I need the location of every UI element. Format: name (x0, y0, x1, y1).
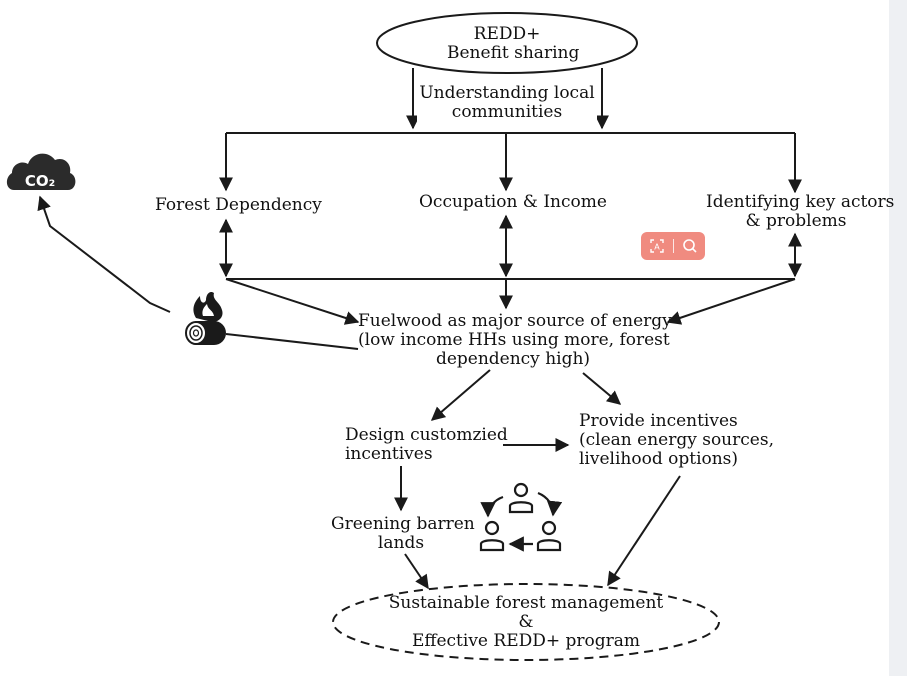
arrow-actors-to-fuelwood (666, 278, 796, 325)
page-margin-strip (889, 0, 907, 676)
arrow-provide-to-bottom (607, 475, 681, 587)
design-line2: incentives (345, 444, 433, 464)
design-label: Design customzied incentives (345, 426, 508, 464)
provide-line1: Provide incentives (579, 411, 738, 431)
svg-text:A: A (654, 243, 660, 252)
understanding-line1: Understanding local (419, 83, 595, 103)
top-node-line2: Benefit sharing (447, 43, 580, 63)
design-line1: Design customzied (345, 425, 508, 445)
fuelwood-line2: (low income HHs using more, forest (358, 330, 670, 350)
arrow-greening-to-bottom (404, 553, 429, 590)
fire-connector (225, 333, 359, 350)
bottom-node-line3: Effective REDD+ program (411, 631, 641, 651)
arrow-fuelwood-to-design (430, 369, 491, 421)
provide-line3: livelihood options) (579, 449, 739, 469)
arrow-forest-to-fuelwood (225, 278, 360, 325)
understanding-line2: communities (451, 102, 563, 122)
fuelwood-line1: Fuelwood as major source of energy (358, 311, 672, 331)
burning-log-icon (185, 291, 226, 345)
understanding-label: Understanding local communities (417, 84, 597, 122)
arrow-fuelwood-to-provide (582, 372, 622, 405)
cloud-co2-icon: CO₂ (6, 153, 76, 190)
arrow-fire-to-co2 (37, 195, 171, 313)
greening-line1: Greening barren (331, 514, 475, 534)
key-actors-line1: Identifying key actors (706, 192, 895, 212)
provide-label: Provide incentives (clean energy sources… (579, 412, 774, 469)
provide-line2: (clean energy sources, (579, 430, 774, 450)
bottom-node-line2: & (518, 612, 534, 632)
fuelwood-line3: dependency high) (435, 349, 591, 369)
ai-text-icon[interactable]: A (647, 236, 667, 256)
fuelwood-label: Fuelwood as major source of energy (low … (358, 311, 672, 369)
search-icon[interactable] (680, 236, 700, 256)
bottom-node-label: Sustainable forest management & Effectiv… (381, 594, 671, 651)
toolbar-separator (672, 239, 674, 253)
top-node-line1: REDD+ (473, 24, 541, 44)
top-node-label: REDD+ Benefit sharing (447, 24, 580, 63)
key-actors-line2: & problems (745, 211, 847, 231)
co2-text: CO₂ (25, 172, 55, 190)
image-overlay-toolbar: A (641, 232, 705, 260)
forest-dependency-label: Forest Dependency (155, 195, 322, 215)
people-cycle-icon (479, 482, 563, 552)
bottom-ellipse (332, 583, 720, 661)
key-actors-label: Identifying key actors & problems (706, 192, 895, 231)
greening-line2: lands (377, 533, 425, 553)
top-ellipse (376, 12, 638, 74)
bottom-node-line1: Sustainable forest management (388, 593, 664, 613)
greening-label: Greening barren lands (331, 514, 475, 553)
occupation-label: Occupation & Income (419, 192, 607, 212)
